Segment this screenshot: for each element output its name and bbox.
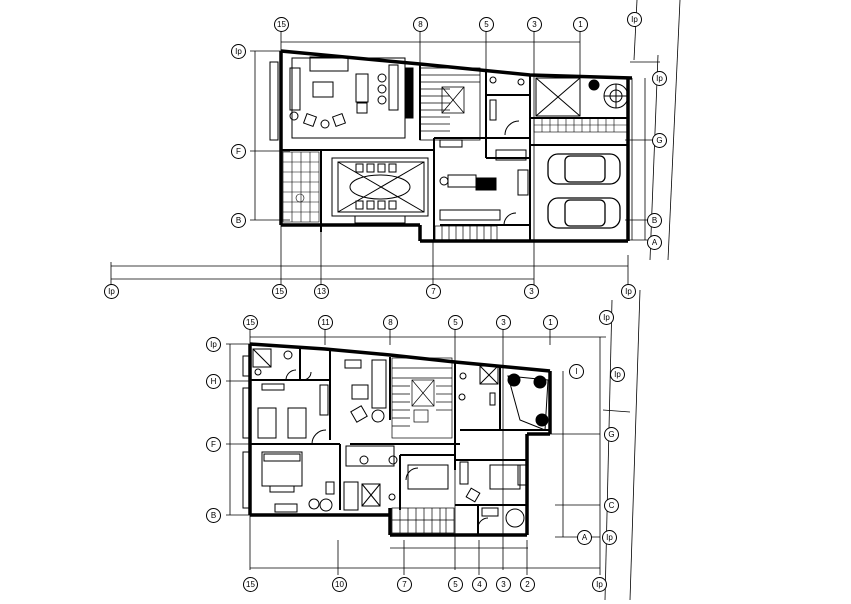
grid-bubble: 3 xyxy=(520,280,545,305)
grid-bubble: Ip xyxy=(617,280,642,305)
interior-walls-upper xyxy=(250,347,550,535)
grid-bubble: G xyxy=(648,129,673,154)
grid-bubble: 7 xyxy=(393,573,418,598)
bath-upper xyxy=(252,348,312,381)
garage-cars xyxy=(547,153,621,229)
garden-plant xyxy=(588,79,629,109)
grid-bubble: G xyxy=(600,423,625,448)
stair-down-upper xyxy=(391,507,455,534)
grid-bubble: 15 xyxy=(239,573,264,598)
ground-floor-plan xyxy=(110,0,681,290)
patio-tiles xyxy=(282,151,320,223)
grid-bubble: F xyxy=(227,140,252,165)
stair-upper xyxy=(391,357,453,439)
window-upper-2 xyxy=(242,387,250,439)
grid-bubble: Ip xyxy=(595,306,620,331)
bedroom-twin xyxy=(257,383,329,445)
grid-bubble: Ip xyxy=(202,333,227,358)
garden-court xyxy=(507,373,549,431)
stair-down-ground xyxy=(434,225,498,241)
grid-bubble: 5 xyxy=(475,13,500,38)
grid-bubble: 13 xyxy=(310,280,335,305)
grid-bubble: 2 xyxy=(516,573,541,598)
grid-bubble: 3 xyxy=(492,573,517,598)
grid-bubble: 8 xyxy=(409,13,434,38)
grid-bubble: 1 xyxy=(539,311,564,336)
grid-bubble: 3 xyxy=(523,13,548,38)
grid-bubble: Ip xyxy=(623,8,648,33)
window-left xyxy=(269,61,279,141)
grid-bubble: Ip xyxy=(100,280,125,305)
window-upper-3 xyxy=(242,451,250,509)
grid-bubble: Ip xyxy=(598,526,623,551)
living-room xyxy=(289,56,414,139)
grid-bubble: 4 xyxy=(468,573,493,598)
grid-bubble: 15 xyxy=(239,311,264,336)
grid-bubble: Ip xyxy=(606,363,631,388)
dining-room xyxy=(331,157,429,224)
grid-bubble: C xyxy=(600,494,625,519)
grid-bubble: 7 xyxy=(422,280,447,305)
grid-bubble: F xyxy=(202,433,227,458)
grid-bubble: A xyxy=(643,231,668,256)
laundry xyxy=(477,507,525,529)
family-room xyxy=(344,359,387,423)
bath-ground xyxy=(489,76,525,136)
bedroom-3 xyxy=(459,461,527,503)
grid-bubble: 11 xyxy=(314,311,339,336)
grid-bubble: 1 xyxy=(569,13,594,38)
kitchen xyxy=(439,139,529,226)
grid-bubble: 15 xyxy=(270,13,295,38)
grid-bubble: A xyxy=(573,526,598,551)
grid-bubble: B xyxy=(202,504,227,529)
grid-bubble: 3 xyxy=(492,311,517,336)
grid-bubble: Ip xyxy=(648,67,673,92)
grid-bubble: Ip xyxy=(588,573,613,598)
grid-bubble: Ip xyxy=(227,40,252,65)
window-upper-1 xyxy=(242,355,250,377)
grid-bubble: B xyxy=(643,209,668,234)
grid-bubble: 8 xyxy=(379,311,404,336)
terrace-tiles xyxy=(533,117,629,133)
grid-bubble: 15 xyxy=(268,280,293,305)
grid-bubble: 5 xyxy=(444,573,469,598)
grid-bubble: 5 xyxy=(444,311,469,336)
upper-floor-plan xyxy=(226,289,641,601)
void-ground xyxy=(535,77,581,117)
grid-bubble: B xyxy=(227,209,252,234)
grid-bubble: 10 xyxy=(328,573,353,598)
grid-bubble: H xyxy=(202,370,227,395)
bath-upper-2 xyxy=(458,365,499,406)
master-bedroom xyxy=(261,451,335,513)
grid-bubble: I xyxy=(565,360,590,385)
study xyxy=(405,464,449,490)
bath-upper-3 xyxy=(343,445,398,511)
